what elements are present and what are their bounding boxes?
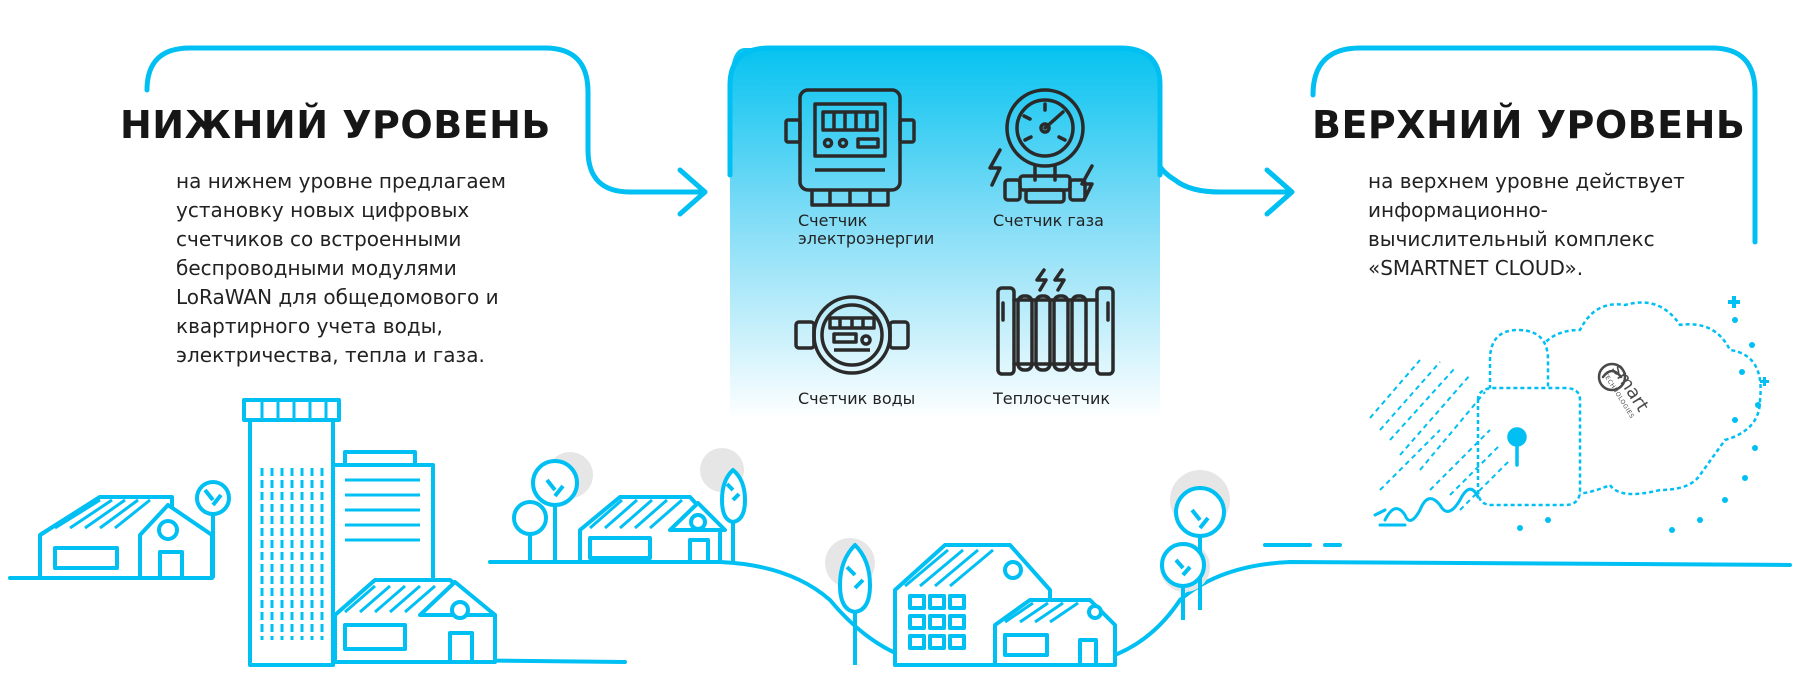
gas-meter-icon [988, 88, 1094, 204]
heat-meter-icon [996, 268, 1115, 376]
description-line: электричества, тепла и газа. [176, 343, 485, 367]
swirl-marks [1373, 487, 1480, 527]
description-line: на нижнем уровне предлагаем [176, 169, 506, 193]
description-line: информационно- [1368, 198, 1548, 222]
description-line: квартирного учета воды, [176, 314, 443, 338]
heat-meter-label: Теплосчетчик [993, 390, 1110, 408]
electricity-meter-icon [784, 88, 916, 207]
meter-label-line: Счетчик газа [993, 211, 1104, 230]
upper-level-title: ВЕРХНИЙ УРОВЕНЬ [1312, 103, 1746, 147]
description-line: счетчиков со встроенными [176, 227, 462, 251]
flow-connector-left [144, 45, 708, 217]
lower-level-description: на нижнем уровне предлагаем установку но… [176, 167, 506, 370]
meter-label-line: Теплосчетчик [993, 389, 1111, 408]
motion-streaks [1369, 359, 1511, 511]
description-line: «SMARTNET CLOUD». [1368, 256, 1584, 280]
water-meter-icon [794, 295, 910, 375]
meter-label-line: Счетчик воды [798, 389, 916, 408]
lower-level-title: НИЖНИЙ УРОВЕНЬ [120, 103, 551, 147]
left-city-buildings [38, 398, 497, 667]
description-line: беспроводными модулями [176, 256, 457, 280]
valley-buildings [825, 470, 1230, 667]
meter-label-line: электроэнергии [798, 229, 935, 248]
upper-level-description: на верхнем уровне действует информационн… [1368, 167, 1685, 283]
electricity-meter-label: Счетчик электроэнергии [798, 212, 934, 248]
meter-label-line: Счетчик [798, 211, 868, 230]
sparkle-dots [1517, 296, 1769, 533]
gas-meter-label: Счетчик газа [993, 212, 1104, 230]
description-line: установку новых цифровых [176, 198, 470, 222]
description-line: на верхнем уровне действует [1368, 169, 1685, 193]
water-meter-label: Счетчик воды [798, 390, 915, 408]
cloud-lock-illustration [1369, 296, 1769, 533]
description-line: вычислительный комплекс [1368, 227, 1655, 251]
middle-left-houses [512, 448, 747, 564]
description-line: LoRaWAN для общедомового и [176, 285, 499, 309]
